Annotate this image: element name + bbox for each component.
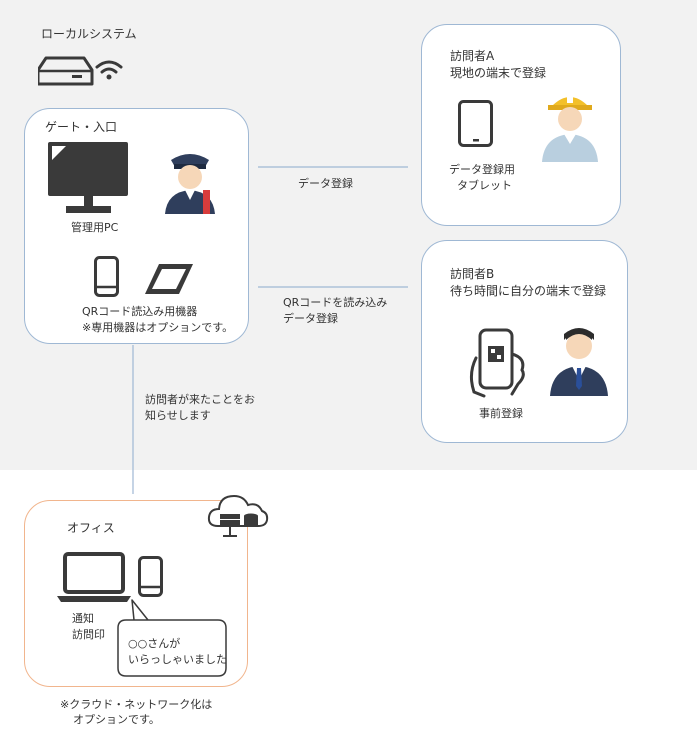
reader-note: ※専用機器はオプションです。	[82, 321, 234, 334]
connection-label-b: QRコードを読み込み	[283, 296, 388, 309]
tablet-icon	[458, 100, 493, 147]
bubble-text-2: いらっしゃいました	[128, 653, 227, 666]
office-smartphone-icon	[138, 556, 163, 597]
router-icon	[38, 56, 94, 86]
visitor-a-box	[421, 24, 621, 226]
gate-title: ゲート・入口	[45, 120, 118, 134]
reader-label: QRコード読込み用機器	[82, 305, 198, 318]
connection-label-b-2: データ登録	[283, 312, 338, 325]
phone-in-hand-icon	[469, 328, 525, 398]
pc-label: 管理用PC	[71, 221, 119, 234]
notification-bubble	[117, 599, 227, 677]
notice-label: 通知	[72, 612, 94, 625]
office-title: オフィス	[67, 521, 115, 535]
footnote-line-1: ※クラウド・ネットワーク化は	[60, 698, 213, 711]
construction-worker-icon	[542, 93, 598, 162]
visitor-b-title: 訪問者B	[450, 267, 495, 281]
local-system-title: ローカルシステム	[41, 27, 137, 41]
businessman-icon	[550, 328, 608, 396]
notice-label-2: 訪問印	[72, 628, 105, 641]
visitor-a-subtitle: 現地の端末で登録	[450, 66, 547, 80]
bubble-text-1: ○○さんが	[128, 637, 181, 650]
notify-label: 訪問者が来たことをお	[145, 393, 255, 406]
wifi-icon	[95, 60, 123, 80]
smartphone-icon	[94, 256, 119, 297]
tablet-label: データ登録用	[449, 163, 515, 176]
desktop-pc-icon	[48, 142, 128, 213]
security-guard-icon	[165, 154, 215, 214]
visitor-b-box	[421, 240, 628, 443]
visitor-a-title: 訪問者A	[450, 49, 495, 63]
qr-reader-icon	[145, 264, 193, 294]
tablet-label-2: タブレット	[457, 179, 512, 192]
device-label: 事前登録	[479, 407, 523, 420]
footnote-line-2: オプションです。	[73, 713, 160, 726]
cloud-server-icon	[207, 494, 269, 537]
visitor-b-subtitle: 待ち時間に自分の端末で登録	[450, 284, 607, 298]
connection-label-a: データ登録	[298, 177, 353, 190]
gate-box	[24, 108, 249, 344]
laptop-icon	[57, 552, 131, 602]
notify-label-2: 知らせします	[145, 409, 211, 422]
